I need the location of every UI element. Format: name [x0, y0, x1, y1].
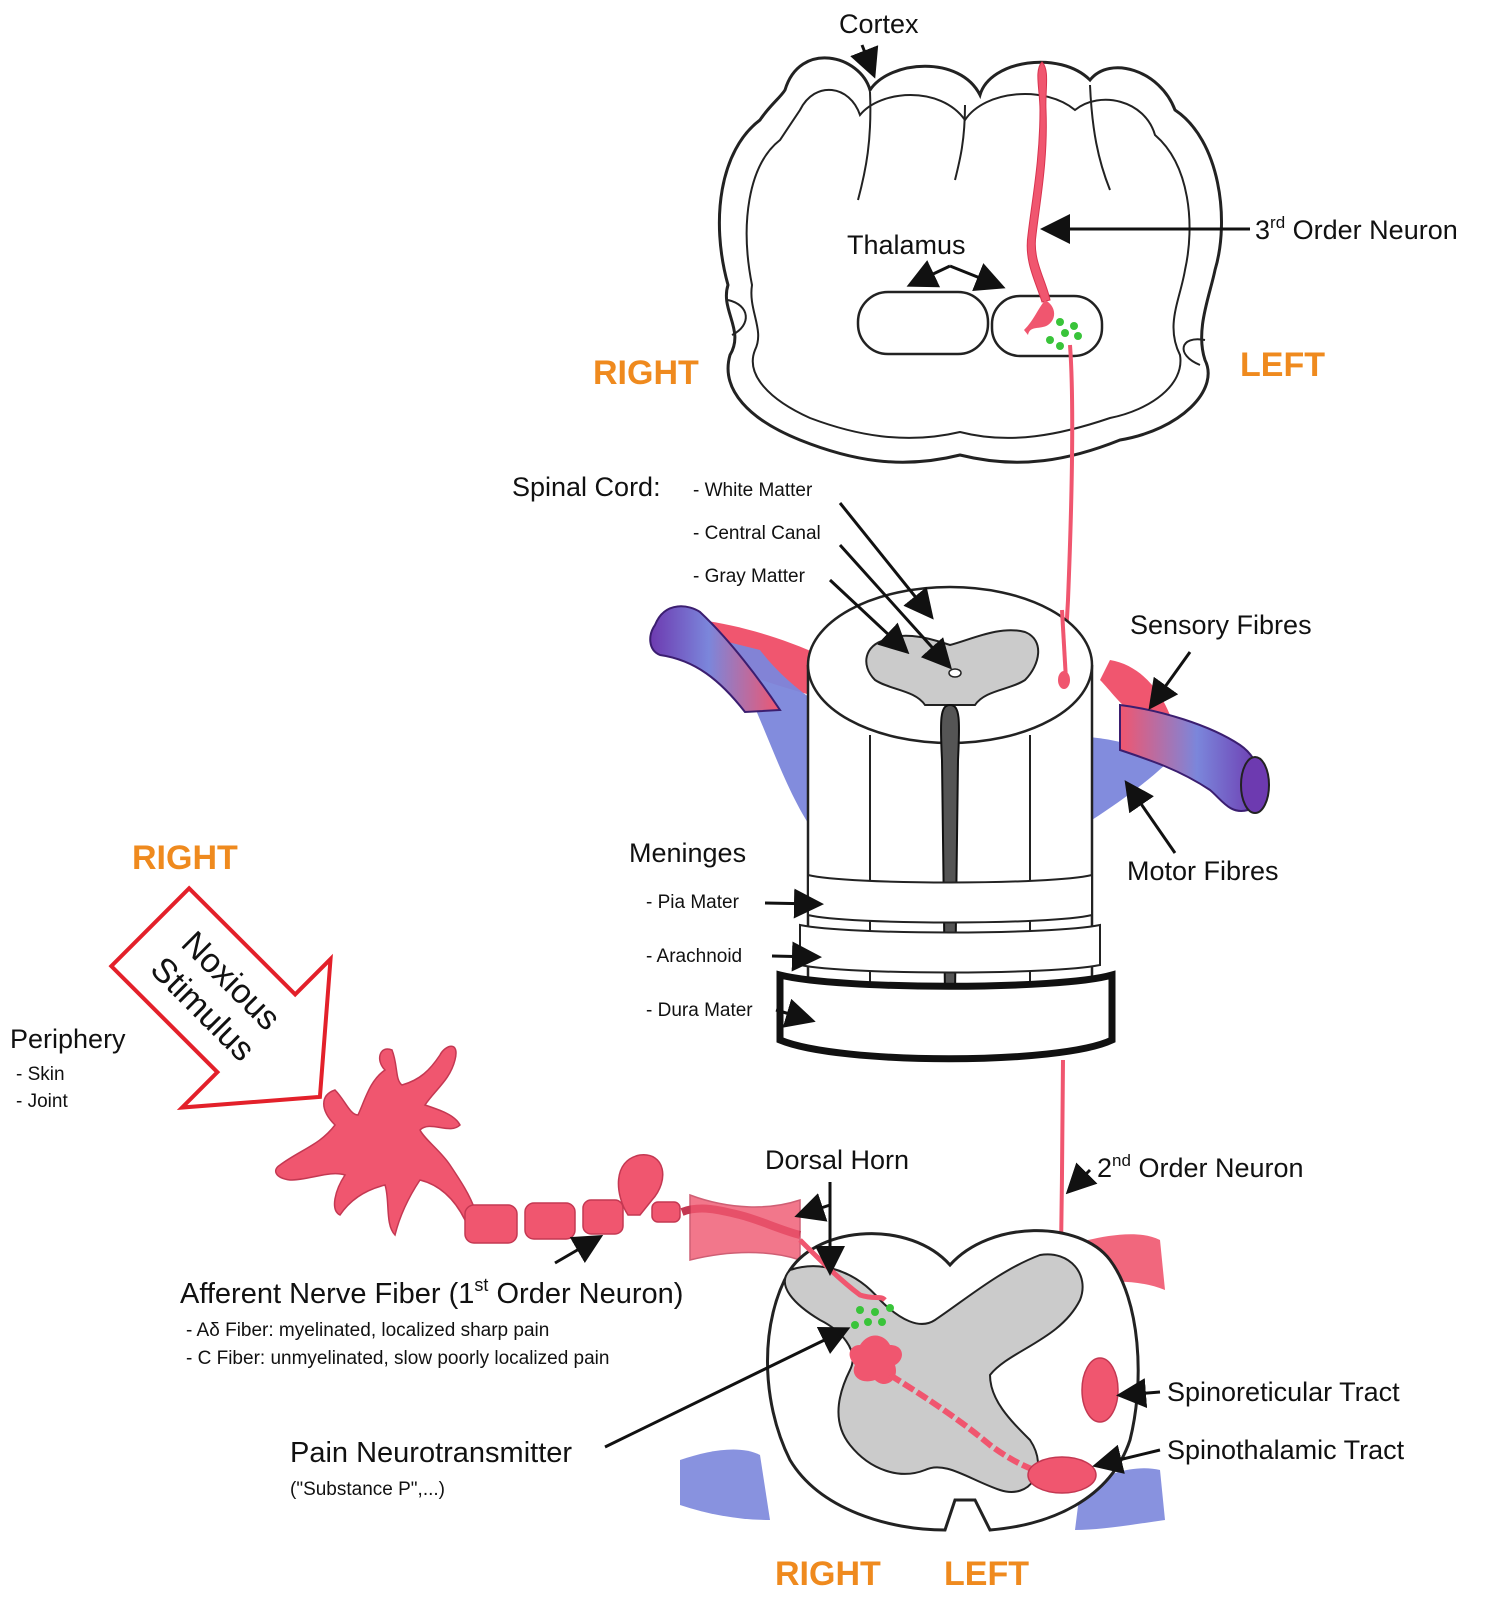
- periphery-skin: - Skin: [16, 1064, 65, 1085]
- arachnoid-band: [799, 923, 1101, 974]
- third-order-neuron-axon: [1026, 61, 1051, 303]
- dorsal-root-ganglion-soma: [617, 1154, 664, 1216]
- central-canal-arrow: [838, 543, 953, 670]
- third-order-neuron-dendrite: [1024, 300, 1055, 335]
- pia-mater-band: [807, 873, 1093, 924]
- nerve-root-right: [649, 605, 782, 714]
- sensory-fibres-arrow: [1148, 651, 1192, 710]
- motor-fibres-arrow: [1124, 780, 1177, 854]
- sulcus-2: [954, 104, 966, 181]
- spinothalamic-arrow: [1092, 1444, 1161, 1474]
- brain-right-label: RIGHT: [593, 354, 699, 392]
- white-matter-label: - White Matter: [693, 480, 813, 501]
- dura-mater-arrow: [775, 998, 816, 1028]
- nerve-root-left-end: [1240, 756, 1270, 814]
- pain-neurotransmitter-label: Pain Neurotransmitter: [290, 1437, 572, 1469]
- a-delta-fiber-label: - Aδ Fiber: myelinated, localized sharp …: [186, 1320, 549, 1341]
- spinal-cord-title: Spinal Cord:: [512, 472, 661, 502]
- cross-section-right-label: RIGHT: [775, 1555, 881, 1593]
- dorsal-horn-label: Dorsal Horn: [765, 1145, 909, 1175]
- white-matter-arrow: [838, 502, 934, 620]
- thalamus-label: Thalamus: [847, 230, 966, 260]
- motor-fibres-label: Motor Fibres: [1127, 856, 1279, 886]
- cortex-arrow: [850, 44, 879, 79]
- gray-matter-arrow: [828, 578, 910, 655]
- pia-mater-arrow: [764, 888, 824, 919]
- myelin-segment-4: [651, 1201, 681, 1223]
- meninges-title: Meninges: [629, 838, 746, 868]
- thalamus-arrow-right: [906, 260, 951, 288]
- spinoreticular-label: Spinoreticular Tract: [1167, 1377, 1400, 1407]
- third-order-neuron-label: 3rd Order Neuron: [1255, 213, 1458, 245]
- second-order-crossing-axon: [888, 1372, 1051, 1478]
- sulcus-right-notch: [727, 299, 747, 336]
- myelin-segment-2: [524, 1202, 576, 1240]
- central-canal: [948, 668, 962, 678]
- gray-matter-label: - Gray Matter: [693, 566, 806, 587]
- nerve-root-left: [1119, 703, 1262, 812]
- cord-cross-section: Dorsal Horn 2nd Order Neuron Pain Neurot…: [290, 1145, 1405, 1593]
- sensory-fibres-label: Sensory Fibres: [1130, 610, 1312, 640]
- cross-section-left-label: LEFT: [944, 1555, 1029, 1593]
- central-canal-label: - Central Canal: [693, 523, 821, 544]
- periphery-title: Periphery: [10, 1024, 126, 1054]
- substance-p-label: ("Substance P",...): [290, 1479, 445, 1500]
- sulcus-3: [1089, 84, 1111, 191]
- brain-left-label: LEFT: [1240, 346, 1325, 384]
- periphery-right-label: RIGHT: [132, 839, 238, 877]
- second-order-neuron-in-cord: [1060, 609, 1068, 681]
- brain-inner-outline: [745, 88, 1191, 439]
- myelin-segment-1: [464, 1204, 518, 1244]
- dorsal-horn-bracket: [794, 1193, 831, 1222]
- periphery-joint: - Joint: [16, 1091, 68, 1112]
- spinoreticular-arrow: [1116, 1378, 1161, 1409]
- c-fiber-label: - C Fiber: unmyelinated, slow poorly loc…: [186, 1348, 609, 1369]
- second-order-soma: [849, 1335, 902, 1385]
- second-order-neuron-arrow: [1065, 1162, 1098, 1195]
- dura-mater-label: - Dura Mater: [646, 1000, 753, 1021]
- pia-mater-label: - Pia Mater: [646, 892, 740, 913]
- afferent-neuron: [274, 1045, 802, 1262]
- dorsal-horn-neurotransmitter-dots: [851, 1304, 894, 1329]
- thalamus-right: [856, 290, 990, 356]
- arachnoid-label: - Arachnoid: [646, 946, 742, 967]
- spinoreticular-tract: [1081, 1357, 1119, 1423]
- pain-neurotransmitter-arrow: [604, 1327, 851, 1449]
- dura-mater-band: [776, 970, 1116, 1063]
- thalamus-arrow-left: [949, 263, 1006, 292]
- thalamus-neurotransmitter-dots: [1046, 318, 1082, 350]
- brain-outline: [717, 56, 1224, 464]
- arachnoid-arrow: [771, 941, 822, 972]
- cortex-label: Cortex: [839, 9, 919, 39]
- spinothalamic-label: Spinothalamic Tract: [1167, 1435, 1405, 1465]
- second-order-neuron-cord-soma: [1058, 671, 1070, 689]
- spinal-cord-section: Spinal Cord: - White Matter - Central Ca…: [512, 472, 1312, 1063]
- spinothalamic-tract: [1027, 1456, 1097, 1494]
- sulcus-left-notch: [1182, 338, 1206, 366]
- dorsal-root-entry: [689, 1193, 801, 1262]
- sulcus-1: [857, 91, 872, 201]
- afferent-arrow: [554, 1234, 604, 1265]
- myelin-segment-3: [582, 1199, 624, 1235]
- brain-section: Cortex Thalamus 3rd Order Neuron RIGHT L…: [593, 9, 1458, 681]
- blue-root-right: [680, 1449, 770, 1520]
- second-order-neuron-label: 2nd Order Neuron: [1097, 1151, 1304, 1183]
- afferent-title: Afferent Nerve Fiber (1st Order Neuron): [180, 1275, 683, 1310]
- afferent-dendrites: [274, 1045, 476, 1237]
